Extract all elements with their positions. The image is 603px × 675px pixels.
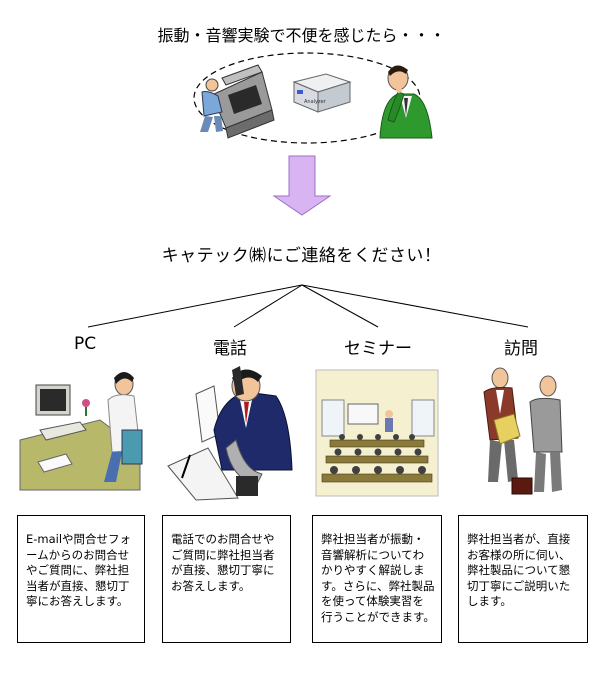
thinking-man-illustration (379, 65, 433, 139)
phone-businessman-illustration (167, 366, 293, 501)
label-visit: 訪問 (504, 339, 538, 359)
description-box-phone: 電話でのお問合せやご質問に弊社担当者が直接、懇切丁寧にお答えします。 (162, 515, 291, 643)
top-heading: 振動・音響実験で不便を感じたら・・・ (157, 26, 446, 45)
analyzer-device-illustration: Analyzer (292, 73, 352, 113)
description-box-visit: 弊社担当者が、直接お客様の所に伺い、弊社製品について懇切丁寧にご説明いたします。 (458, 515, 588, 643)
dashed-ellipse (193, 52, 421, 144)
svg-text:Analyzer: Analyzer (304, 99, 327, 105)
pc-user-illustration (19, 372, 143, 491)
engineer-machine-illustration (200, 64, 275, 139)
down-arrow (272, 155, 332, 216)
label-pc: PC (73, 334, 97, 354)
description-box-seminar: 弊社担当者が振動・音響解析についてわかりやすく解説します。さらに、弊社製品を使っ… (312, 515, 442, 643)
label-phone: 電話 (213, 339, 247, 359)
label-seminar: セミナー (344, 339, 412, 359)
contact-heading: キャテック㈱にご連絡をください！ (161, 246, 442, 266)
seminar-room-illustration (315, 369, 439, 497)
visit-handshake-illustration (483, 367, 563, 495)
description-box-pc: E-mailや問合せフォームからのお問合せやご質問に、弊社担当者が直接、懇切丁寧… (17, 515, 145, 643)
branch-lines (87, 284, 529, 328)
